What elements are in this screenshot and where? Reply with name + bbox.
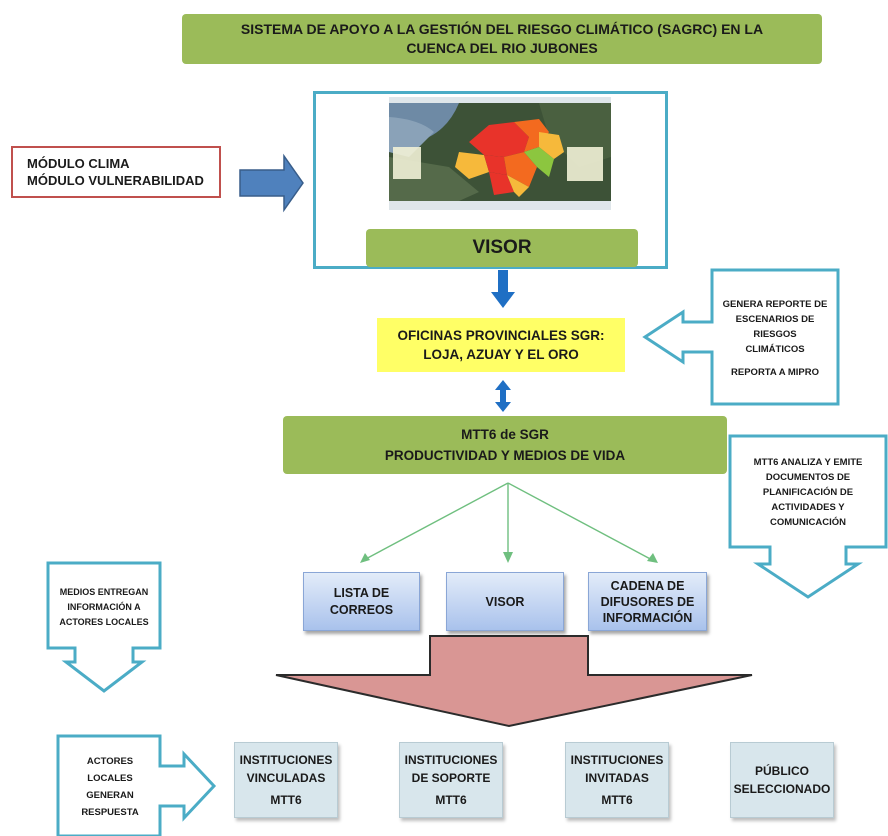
map-screenshot xyxy=(389,97,611,210)
report-line-2: ESCENARIOS DE xyxy=(735,313,815,325)
visor-label-box: VISOR xyxy=(366,229,638,267)
institution-1-line-1: INSTITUCIONES xyxy=(404,753,498,767)
report-line-1: GENERA REPORTE DE xyxy=(722,298,828,310)
channel-2-line-3: INFORMACIÓN xyxy=(602,610,693,625)
analysis-callout-text: MTT6 ANALIZA Y EMITE DOCUMENTOS DE PLANI… xyxy=(734,446,882,538)
offices-box: OFICINAS PROVINCIALES SGR: LOJA, AZUAY Y… xyxy=(377,318,625,372)
analysis-line-4: ACTIVIDADES Y xyxy=(771,501,845,513)
title-line-1: SISTEMA DE APOYO A LA GESTIÓN DEL RIESGO… xyxy=(240,21,764,37)
institution-1-line-2: DE SOPORTE xyxy=(411,771,491,785)
report-callout-text: GENERA REPORTE DE ESCENARIOS DE RIESGOS … xyxy=(716,276,834,400)
report-callout-outline xyxy=(642,268,840,406)
institution-2-line-2: INVITADAS xyxy=(585,771,649,785)
institution-invited: INSTITUCIONES INVITADAS MTT6 xyxy=(565,742,669,818)
report-line-4: CLIMÁTICOS xyxy=(745,343,805,355)
report-line-3: RIESGOS xyxy=(753,328,797,340)
institution-0-line-3: MTT6 xyxy=(270,793,302,807)
mtt6-line-2: PRODUCTIVIDAD Y MEDIOS DE VIDA xyxy=(384,448,626,463)
channel-email-list: LISTA DE CORREOS xyxy=(303,572,420,631)
channel-0-line-2: CORREOS xyxy=(329,602,394,617)
actors-line-1: ACTORES xyxy=(86,756,134,767)
modules-to-visor-arrow xyxy=(239,153,304,213)
mtt6-box: MTT6 de SGR PRODUCTIVIDAD Y MEDIOS DE VI… xyxy=(283,416,727,474)
institution-1-line-3: MTT6 xyxy=(435,793,467,807)
analysis-callout-outline xyxy=(728,434,888,599)
institution-linked: INSTITUCIONES VINCULADAS MTT6 xyxy=(234,742,338,818)
visor-label: VISOR xyxy=(472,237,532,258)
analysis-line-5: COMUNICACIÓN xyxy=(770,516,846,528)
actors-line-2: LOCALES xyxy=(87,773,133,784)
media-line-2: INFORMACIÓN A xyxy=(67,601,141,612)
visor-frame: VISOR xyxy=(313,91,668,269)
media-line-3: ACTORES LOCALES xyxy=(59,616,149,627)
institution-support: INSTITUCIONES DE SOPORTE MTT6 xyxy=(399,742,503,818)
analysis-line-3: PLANIFICACIÓN DE xyxy=(762,486,854,498)
actors-callout-outline xyxy=(56,734,217,836)
channel-2-line-1: CADENA DE xyxy=(610,578,685,593)
offices-line-2: LOJA, AZUAY Y EL ORO xyxy=(423,347,579,362)
channel-visor: VISOR xyxy=(446,572,564,631)
institution-0-line-1: INSTITUCIONES xyxy=(239,753,333,767)
report-line-5: REPORTA A MIPRO xyxy=(731,366,819,378)
actors-line-3: GENERAN xyxy=(86,790,134,801)
institution-0-line-2: VINCULADAS xyxy=(246,771,326,785)
actors-callout-text: ACTORES LOCALES GENERAN RESPUESTA xyxy=(62,744,158,830)
channel-diffusers: CADENA DE DIFUSORES DE INFORMACIÓN xyxy=(588,572,707,631)
analysis-line-1: MTT6 ANALIZA Y EMITE xyxy=(753,456,863,468)
mtt6-line-1: MTT6 de SGR xyxy=(461,427,549,442)
distribution-arrowheads xyxy=(360,552,658,563)
media-line-1: MEDIOS ENTREGAN xyxy=(59,586,149,597)
distribution-arrows xyxy=(361,482,657,563)
offices-line-1: OFICINAS PROVINCIALES SGR: xyxy=(397,328,605,343)
institution-3-line-2: SELECCIONADO xyxy=(733,782,831,796)
channel-0-line-1: LISTA DE xyxy=(333,585,390,600)
media-callout-outline xyxy=(46,561,162,693)
institution-2-line-1: INSTITUCIONES xyxy=(570,753,664,767)
dissemination-big-arrow xyxy=(275,635,753,728)
channel-1-line-1: VISOR xyxy=(485,594,525,609)
title-banner: SISTEMA DE APOYO A LA GESTIÓN DEL RIESGO… xyxy=(182,14,822,64)
offices-mtt6-double-arrow xyxy=(495,380,511,412)
module-vulnerability-label: MÓDULO VULNERABILIDAD xyxy=(27,173,204,188)
title-line-2: CUENCA DEL RIO JUBONES xyxy=(406,40,598,56)
modules-box: MÓDULO CLIMA MÓDULO VULNERABILIDAD xyxy=(11,146,221,198)
media-callout-text: MEDIOS ENTREGAN INFORMACIÓN A ACTORES LO… xyxy=(52,570,156,644)
analysis-line-2: DOCUMENTOS DE xyxy=(765,471,851,483)
channel-2-line-2: DIFUSORES DE xyxy=(600,594,695,609)
actors-line-4: RESPUESTA xyxy=(81,807,139,818)
module-clima-label: MÓDULO CLIMA xyxy=(27,156,130,171)
visor-to-offices-arrow xyxy=(491,270,515,308)
public-selected: PÚBLICO SELECCIONADO xyxy=(730,742,834,818)
institution-2-line-3: MTT6 xyxy=(601,793,633,807)
institution-3-line-1: PÚBLICO xyxy=(755,764,809,778)
risk-map-polygons xyxy=(455,119,564,197)
